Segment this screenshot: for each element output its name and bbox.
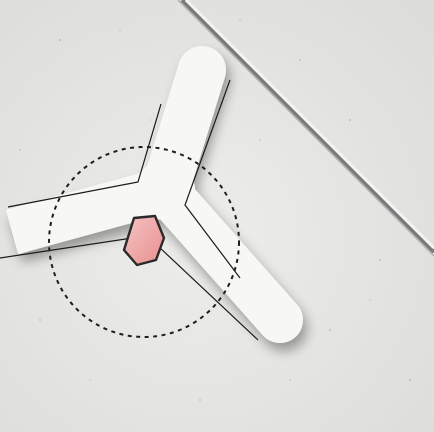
arm-edge-lines (0, 79, 259, 341)
edge-line-left-lower (0, 237, 133, 259)
edge-line-upper-right (184, 79, 241, 279)
dashed-circle (48, 146, 240, 338)
center-hexagon-marker (122, 214, 166, 267)
substrate-edge (177, 0, 434, 257)
particle-center (135, 160, 195, 220)
edge-line-lower (157, 245, 259, 341)
edge-line-upper-left (7, 103, 162, 208)
